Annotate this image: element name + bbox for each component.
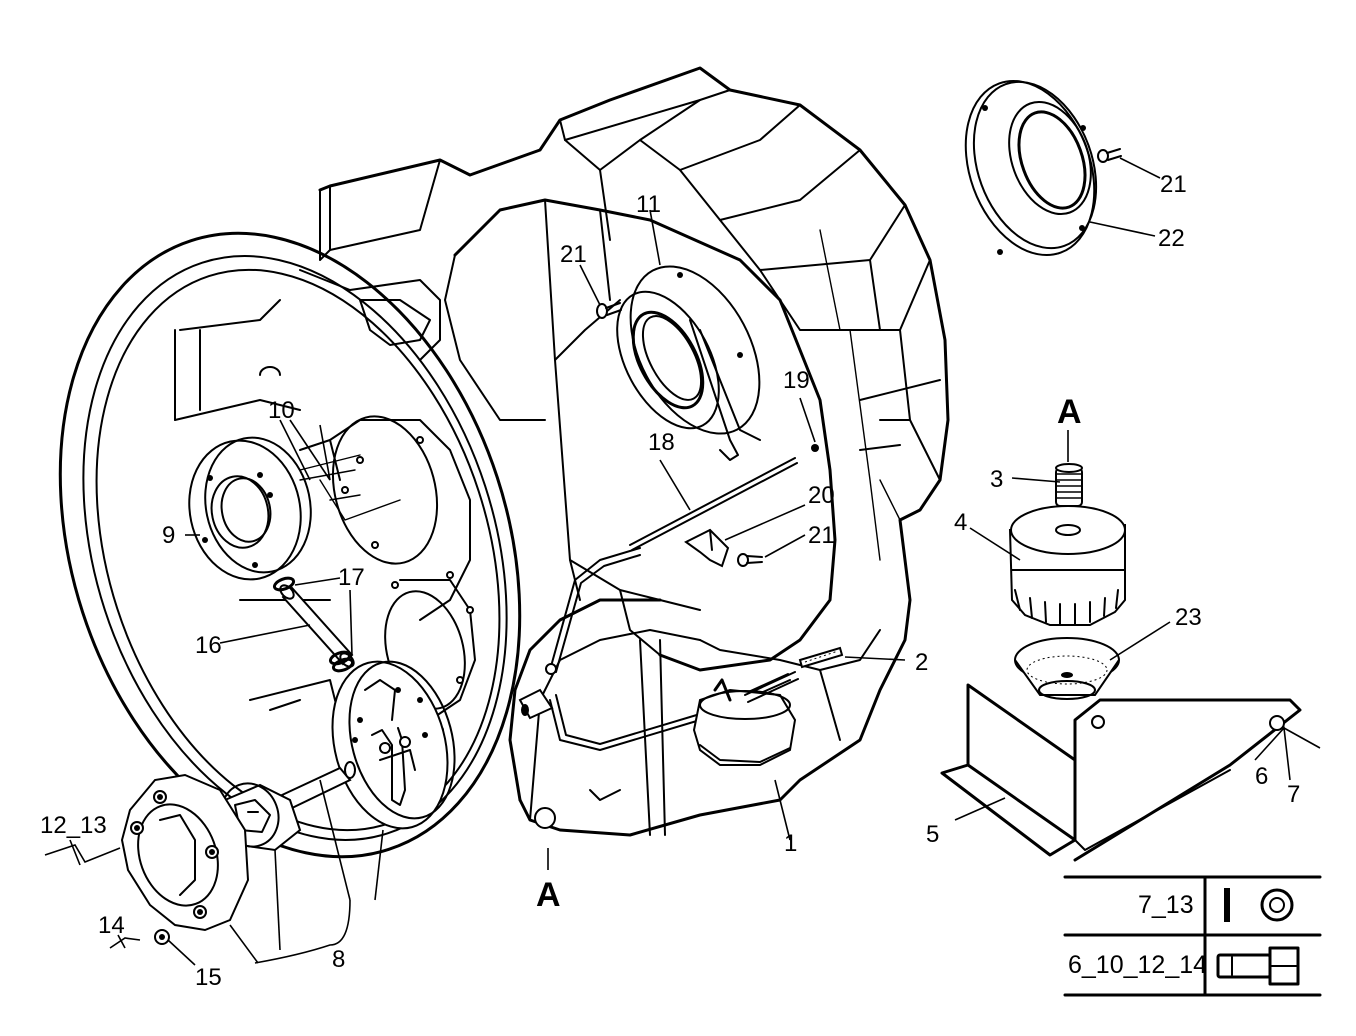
callout-11: 11: [636, 191, 661, 218]
callout-22: 22: [1158, 225, 1185, 252]
callout-18: 18: [648, 429, 675, 456]
part-8-end-cover: [120, 773, 250, 932]
part-4-filter-cartridge: [1008, 505, 1126, 626]
callout-20: 20: [808, 482, 835, 509]
part-1-cap: [692, 678, 797, 766]
callout-12-13: 12_13: [40, 812, 107, 839]
part-16-tube: [279, 584, 355, 668]
section-marker-bottom: A: [536, 876, 561, 914]
gearbox-housing: [174, 66, 950, 837]
callout-14: 14: [98, 912, 125, 939]
callout-4: 4: [954, 509, 967, 536]
part-18-rod: [629, 457, 798, 551]
callout-3: 3: [990, 466, 1003, 493]
callout-19: 19: [783, 367, 810, 394]
part-5-bracket: [940, 683, 1302, 862]
callout-21-upper: 21: [560, 241, 587, 268]
callout-17: 17: [338, 564, 365, 591]
part-23-bowl: [1014, 637, 1120, 700]
callout-23: 23: [1175, 604, 1202, 631]
part-19-pin: [811, 444, 819, 452]
washer-icon: [1224, 888, 1294, 922]
section-marker-top: A: [1057, 393, 1082, 431]
callout-10: 10: [268, 397, 295, 424]
callout-6: 6: [1255, 763, 1268, 790]
callout-1: 1: [784, 830, 797, 857]
callout-5: 5: [926, 821, 939, 848]
callout-2: 2: [915, 649, 928, 676]
callout-7: 7: [1287, 781, 1300, 808]
callout-16: 16: [195, 632, 222, 659]
flywheel-housing-ring: [58, 231, 522, 859]
part-20-clamp: [684, 528, 730, 568]
callout-21-cover: 21: [1160, 171, 1187, 198]
part-8-pump-body: [331, 660, 456, 830]
callout-labels: 1 2 3 4 5 6 7 8 9 10 11 12_13 14 15 16 1…: [40, 171, 1300, 991]
part-22-cover: [964, 79, 1098, 257]
part-2-pin: [744, 646, 844, 703]
part-11-bearing-cover: [616, 265, 761, 461]
leader-lines: [44, 157, 1321, 966]
callout-8: 8: [332, 946, 345, 973]
fastener-legend: 7_13 6_10_12_14: [1063, 875, 1322, 997]
part-21-bolt-cover: [1097, 148, 1122, 163]
bolt-icon: [1216, 946, 1300, 986]
part-3-spring: [1055, 463, 1083, 507]
callout-15: 15: [195, 964, 222, 991]
part-21-bolt-upper: [596, 302, 622, 319]
callout-21-lever: 21: [808, 522, 835, 549]
part-21-bolt-lever: [737, 553, 763, 567]
legend-row1-label: 7_13: [1138, 891, 1194, 919]
legend-row2-label: 6_10_12_14: [1068, 951, 1207, 979]
part-17-o-rings: [272, 576, 355, 673]
callout-9: 9: [162, 522, 175, 549]
part-15-nut: [154, 929, 170, 945]
part-9-front-cover: [188, 436, 361, 581]
